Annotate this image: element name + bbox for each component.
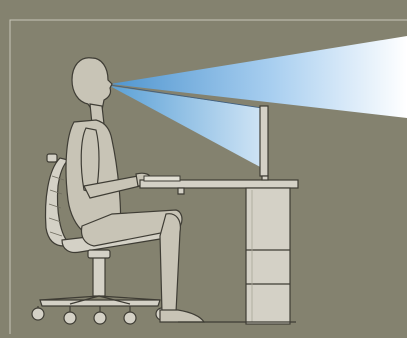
monitor-icon — [260, 106, 268, 180]
chair-headrest-knob — [47, 154, 57, 162]
caster-4 — [124, 312, 136, 324]
chair-mechanism — [88, 250, 110, 258]
person-lower-leg — [160, 214, 180, 312]
caster-1 — [32, 308, 44, 320]
monitor-stand — [262, 176, 268, 180]
keyboard-tray-bracket — [178, 188, 184, 194]
desk-pedestal — [246, 188, 290, 324]
caster-2 — [64, 312, 76, 324]
monitor-screen — [260, 106, 268, 176]
chair-base — [40, 300, 160, 306]
keyboard-icon — [144, 176, 180, 181]
caster-3 — [94, 312, 106, 324]
